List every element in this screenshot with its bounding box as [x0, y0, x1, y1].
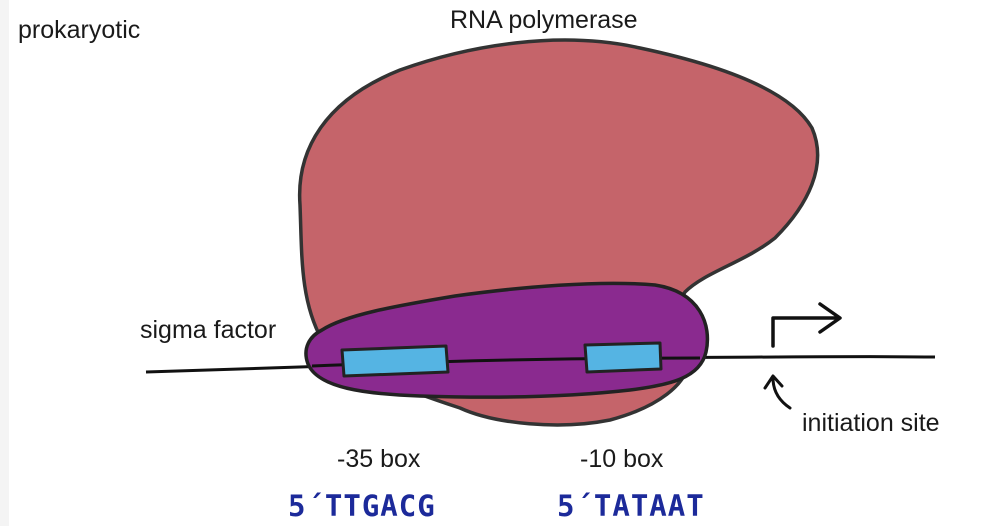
box-35-sequence: 5´TTGACG	[288, 489, 436, 523]
rna-polymerase-label: RNA polymerase	[450, 6, 638, 34]
sigma-factor-label: sigma factor	[140, 316, 277, 344]
box-35-label: -35 box	[337, 445, 421, 473]
box-35-shape	[340, 344, 450, 378]
box-10-label: -10 box	[580, 445, 664, 473]
page-margin	[0, 0, 9, 526]
initiation-site-pointer	[763, 374, 792, 410]
initiation-site-label: initiation site	[802, 409, 940, 437]
box-10-sequence: 5´TATAAT	[557, 489, 705, 523]
prokaryotic-label: prokaryotic	[18, 16, 141, 44]
box-10-shape	[583, 341, 663, 374]
transcription-start-arrow	[771, 302, 842, 348]
